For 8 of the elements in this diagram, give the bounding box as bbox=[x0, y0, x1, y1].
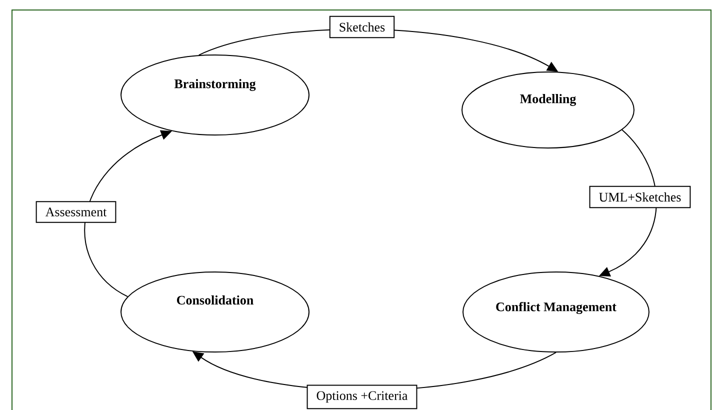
ellipse-node: Modelling bbox=[462, 72, 634, 148]
ellipse-node: Conflict Management bbox=[462, 272, 650, 352]
edge-label: UML+Sketches bbox=[589, 186, 691, 208]
ellipse-node: Brainstorming bbox=[120, 54, 310, 136]
edge-label: Options +Criteria bbox=[306, 384, 418, 410]
edge-label: Sketches bbox=[329, 16, 395, 38]
ellipse-node: Consolidation bbox=[120, 272, 310, 352]
edge-label: Assessment bbox=[36, 201, 116, 223]
